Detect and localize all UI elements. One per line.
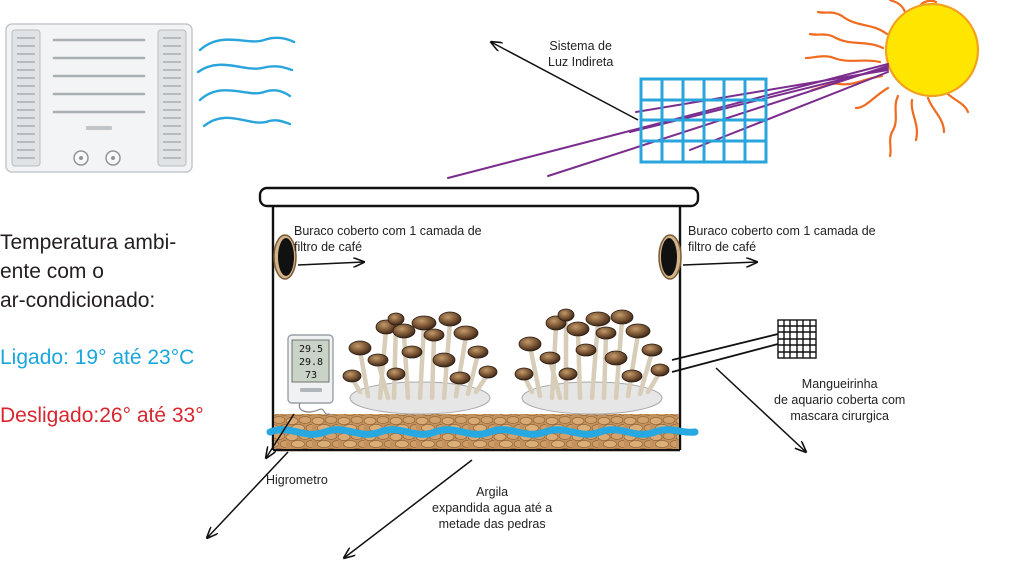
hygrometer-reading-2: 29.8 [299,357,323,368]
hose-line-3: mascara cirurgica [790,409,889,423]
grow-tub [258,186,700,452]
hygrometer-reading-3: 73 [305,370,317,381]
mask-grid-icon [777,319,817,359]
aquarium-hose [671,333,779,373]
light-grid-panel [639,77,768,164]
hole-left-icon [273,234,297,280]
clay-line-3: metade das pedras [438,517,546,531]
temperature-on: Ligado: 19° até 23°C [0,346,195,369]
hygrometer-icon: 29.5 29.8 73 [287,334,334,415]
clay-label: Argila expandida agua até a metade das p… [432,484,552,532]
light-system-label: Sistema de Luz Indireta [548,38,613,70]
airflow-icon [196,36,296,128]
hole-right-arrow [682,262,757,265]
hole-left-arrow [297,262,364,265]
clay-line-2: expandida agua até a [432,501,553,515]
hygrometer-arrow [266,413,295,458]
hose-arrow [715,367,806,452]
hygrometer-reading-1: 29.5 [299,344,323,355]
air-conditioner-icon [5,23,193,173]
light-system-arrow [491,42,639,121]
temperature-off: Desligado:26° até 33° [0,404,204,427]
clay-line-1: Argila [476,485,509,499]
hose-line-1: Mangueirinha [801,377,878,391]
light-system-line-1: Sistema de [549,39,612,53]
temperature-line-1: Temperatura ambi- [0,231,177,254]
clay-arrow [344,459,473,558]
hose-line-2: de aquario coberta com [774,393,906,407]
hole-right-icon [658,234,682,280]
hole-left-line-2: filtro de café [294,240,363,254]
temperature-line-2: ente com o [0,260,104,283]
hole-left-label: Buraco coberto com 1 camada de filtro de… [294,223,482,255]
light-system-line-2: Luz Indireta [548,55,614,69]
sun-icon [804,0,980,158]
mushroom-cluster-right [514,308,670,415]
hygrometer-label-arrow [207,451,289,538]
hole-right-line-1: Buraco coberto com 1 camada de [688,224,876,238]
temperature-line-3: ar-condicionado: [0,289,156,312]
hole-left-line-1: Buraco coberto com 1 camada de [294,224,482,238]
mushroom-cluster-left [342,311,498,415]
hygrometer-label: Higrometro [266,473,328,487]
hole-right-line-2: filtro de café [688,240,757,254]
hole-right-label: Buraco coberto com 1 camada de filtro de… [688,223,876,255]
water-line [266,426,699,438]
hose-label: Mangueirinha de aquario coberta com masc… [774,376,905,424]
